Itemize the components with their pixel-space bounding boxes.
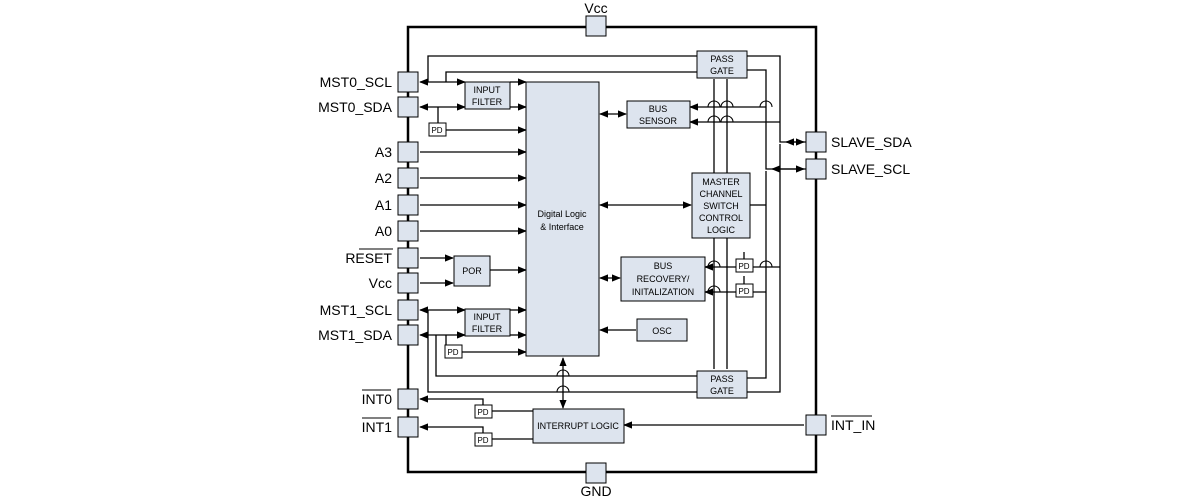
pin-label-slave-scl: SLAVE_SCL [831, 161, 910, 177]
pass-gate-top: PASS GATE [696, 50, 748, 79]
pd-label: PD [738, 287, 749, 296]
pin-label-int-in: INT_IN [831, 417, 875, 433]
pd-label: PD [738, 262, 749, 271]
pin-label-a1: A1 [375, 197, 392, 213]
osc-block: OSC [636, 318, 688, 342]
pin-slave-scl: SLAVE_SCL [805, 158, 910, 180]
input-filter-bottom-line2: FILTER [472, 324, 503, 334]
pin-label-a0: A0 [375, 223, 392, 239]
pd-box-mst0: PD [428, 122, 447, 137]
pin-int1: INT1 [362, 416, 419, 438]
pd-label: PD [477, 436, 488, 445]
input-filter-top: INPUT FILTER [464, 81, 511, 110]
pin-a0: A0 [375, 220, 419, 242]
master-switch-block: MASTER CHANNEL SWITCH CONTROL LOGIC [691, 172, 751, 239]
pin-mst1-sda: MST1_SDA [318, 324, 419, 346]
pd-label: PD [431, 126, 442, 135]
pin-label-a3: A3 [375, 144, 392, 160]
master-switch-line1: MASTER [702, 177, 740, 187]
digital-logic-block: Digital Logic & Interface [525, 81, 600, 357]
pin-label-a2: A2 [375, 170, 392, 186]
master-switch-line4: CONTROL [699, 213, 743, 223]
pin-label-reset: RESET [345, 250, 392, 266]
pin-a1: A1 [375, 194, 419, 216]
por-block: POR [453, 255, 491, 287]
pd-box-int1: PD [474, 432, 493, 447]
interrupt-logic-block: INTERRUPT LOGIC [532, 408, 625, 444]
pin-mst0-scl: MST0_SCL [320, 71, 419, 93]
pin-label-mst1-sda: MST1_SDA [318, 327, 393, 343]
input-filter-top-line1: INPUT [474, 85, 502, 95]
pin-mst0-sda: MST0_SDA [318, 96, 419, 118]
pass-gate-top-line1: PASS [710, 54, 733, 64]
pin-label-int0: INT0 [362, 391, 393, 407]
bus-recovery-line3: INITALIZATION [632, 287, 694, 297]
por-label: POR [462, 266, 482, 276]
interrupt-logic-label: INTERRUPT LOGIC [537, 421, 619, 431]
pin-a3: A3 [375, 141, 419, 163]
pd-label: PD [477, 408, 488, 417]
wire-crossovers [556, 100, 773, 393]
pin-mst1-scl: MST1_SCL [320, 299, 419, 321]
input-filter-bottom-line1: INPUT [474, 312, 502, 322]
pin-gnd: GND [580, 462, 612, 499]
master-switch-line3: SWITCH [703, 201, 739, 211]
pin-vcc-left: Vcc [369, 272, 419, 294]
pin-int0: INT0 [362, 388, 419, 410]
input-filter-top-line2: FILTER [472, 97, 503, 107]
pin-slave-sda: SLAVE_SDA [805, 131, 912, 153]
pin-label-mst0-scl: MST0_SCL [320, 74, 393, 90]
pd-box-int0: PD [474, 404, 493, 419]
digital-logic-line1: Digital Logic [537, 209, 587, 219]
pass-gate-bottom-line1: PASS [710, 374, 733, 384]
pin-label-mst0-sda: MST0_SDA [318, 99, 393, 115]
pass-gate-top-line2: GATE [710, 66, 734, 76]
master-switch-line2: CHANNEL [699, 189, 742, 199]
pd-label: PD [447, 348, 458, 357]
pin-label-gnd: GND [580, 483, 611, 499]
pd-box-recovery-top: PD [735, 258, 754, 273]
pin-a2: A2 [375, 167, 419, 189]
pin-label-slave-sda: SLAVE_SDA [831, 134, 912, 150]
pd-box-mst1: PD [444, 344, 463, 359]
input-filter-bottom: INPUT FILTER [464, 308, 511, 337]
pin-vcc-top: Vcc [584, 0, 608, 37]
master-switch-line5: LOGIC [707, 225, 736, 235]
pin-label-mst1-scl: MST1_SCL [320, 302, 393, 318]
bus-sensor-line1: BUS [649, 104, 668, 114]
pass-gate-bottom-line2: GATE [710, 386, 734, 396]
pass-gate-bottom: PASS GATE [696, 370, 748, 399]
digital-logic-line2: & Interface [540, 222, 584, 232]
pin-label-vcc-top: Vcc [584, 0, 607, 16]
bus-recovery-line2: RECOVERY/ [637, 274, 690, 284]
bus-sensor-block: BUS SENSOR [626, 100, 691, 129]
pin-int-in: INT_IN [805, 414, 875, 436]
pin-label-vcc-left: Vcc [369, 275, 392, 291]
pin-reset: RESET [345, 247, 419, 269]
osc-label: OSC [652, 326, 672, 336]
bus-recovery-line1: BUS [654, 261, 673, 271]
pd-box-recovery-bottom: PD [735, 283, 754, 298]
bus-sensor-line2: SENSOR [639, 116, 678, 126]
pin-label-int1: INT1 [362, 419, 393, 435]
bus-recovery-block: BUS RECOVERY/ INITALIZATION [620, 256, 706, 302]
